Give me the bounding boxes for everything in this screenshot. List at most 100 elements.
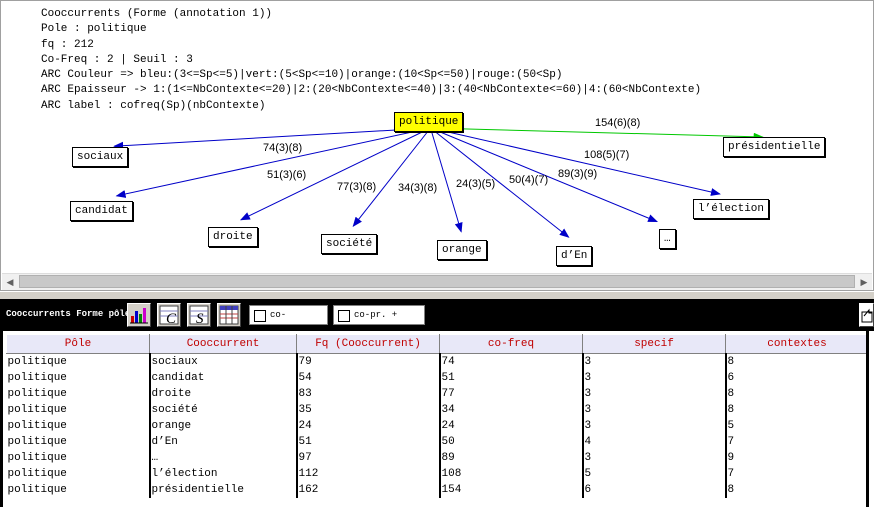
table-cell: 8 — [727, 404, 735, 416]
graph-node-societe[interactable]: société — [321, 234, 378, 254]
table-cell: candidat — [149, 370, 298, 386]
table-cell: 3 — [582, 402, 727, 418]
column-header[interactable]: contextes — [725, 334, 869, 354]
edge-label: 108(5)(7) — [584, 149, 630, 161]
edge-label: 34(3)(8) — [398, 182, 438, 194]
column-header[interactable]: Pôle — [6, 334, 150, 354]
table-cell: 6 — [727, 372, 735, 384]
table-cell: 7 — [727, 468, 735, 480]
table-cell: politique — [6, 418, 151, 434]
graph-node-sociaux[interactable]: sociaux — [72, 147, 129, 167]
column-header[interactable]: Cooccurrent — [149, 334, 297, 354]
checkbox-box[interactable] — [254, 310, 266, 322]
svg-text:S: S — [196, 311, 204, 326]
table-cell: 51 — [296, 434, 441, 450]
horizontal-scrollbar[interactable]: ◀ ▶ — [2, 273, 872, 290]
specif-s-button[interactable]: S — [187, 303, 211, 327]
table-right-border — [866, 331, 869, 507]
graph-node-presidentielle[interactable]: présidentielle — [723, 137, 826, 157]
table-cell: 6 — [582, 482, 727, 498]
scroll-right-icon[interactable]: ▶ — [860, 277, 868, 287]
copresence-checkbox[interactable]: co-présence — [249, 305, 328, 338]
table-cell: 7 — [727, 436, 735, 448]
table-cell: 74 — [439, 353, 584, 370]
table-cell: 162 — [296, 482, 441, 498]
column-header[interactable]: Fq (Cooccurrent) — [296, 334, 440, 354]
header-line: Co-Freq : 2 | Seuil : 3 — [41, 53, 193, 66]
table-cell: 8 — [727, 484, 735, 496]
edge-label: 51(3)(6) — [267, 169, 307, 181]
table-button[interactable] — [217, 303, 241, 327]
header-line: fq : 212 — [41, 38, 94, 51]
header-line: ARC Couleur => bleu:(3<=Sp<=5)|vert:(5<S… — [41, 69, 563, 82]
table-cell: orange — [149, 418, 298, 434]
table-cell: 24 — [296, 418, 441, 434]
cooccurrence-graph-panel: Cooccurrents (Forme (annotation 1))Pole … — [0, 0, 874, 291]
graph-node-pole[interactable]: politique — [394, 112, 464, 132]
graph-edge — [115, 127, 431, 198]
header-line: Cooccurrents (Forme (annotation 1)) — [41, 8, 273, 20]
column-header[interactable]: specif — [582, 334, 726, 354]
table-cell: politique — [6, 386, 151, 402]
table-cell: 24 — [439, 418, 584, 434]
table-cell: 54 — [296, 370, 441, 386]
export-button[interactable] — [859, 303, 874, 327]
table-cell: 3 — [582, 386, 727, 402]
graph-node-orange[interactable]: orange — [437, 240, 487, 260]
copr-pole-checkbox[interactable]: co-pr. + pôle — [333, 305, 425, 338]
table-cell: … — [149, 450, 298, 466]
bar-chart-button[interactable] — [127, 303, 151, 327]
checkbox-box[interactable] — [338, 310, 350, 322]
table-cell: sociaux — [149, 353, 298, 370]
table-cell: 3 — [582, 418, 727, 434]
graph-node-den[interactable]: d’En — [556, 246, 593, 266]
toolbar-title: Cooccurrents Forme pôle — [6, 309, 131, 319]
column-header[interactable]: co-freq — [439, 334, 583, 354]
graph-node-droite[interactable]: droite — [208, 227, 258, 247]
graph-edge — [430, 127, 463, 233]
graph-header: Cooccurrents (Forme (annotation 1))Pole … — [41, 7, 701, 114]
table-cell: politique — [6, 353, 151, 370]
graph-edge — [430, 127, 658, 223]
scrollbar-thumb[interactable] — [19, 275, 855, 288]
table-cell: politique — [6, 370, 151, 386]
cooccurrents-c-button[interactable]: C — [157, 303, 181, 327]
table-cell: société — [149, 402, 298, 418]
table-icon — [219, 305, 239, 325]
table-cell: 5 — [582, 466, 727, 482]
edge-label: 24(3)(5) — [456, 178, 496, 190]
cooccurrents-toolbar: Cooccurrents Forme pôle C S co-prés — [0, 299, 874, 338]
cooccurrents-c-icon: C — [159, 305, 179, 327]
table-cell: 34 — [439, 402, 584, 418]
scroll-left-icon[interactable]: ◀ — [6, 277, 14, 287]
edge-label: 50(4)(7) — [509, 174, 549, 186]
graph-node-candidat[interactable]: candidat — [70, 201, 133, 221]
header-line: ARC Epaisseur -> 1:(1<=NbContexte<=20)|2… — [41, 84, 702, 97]
graph-node-ellipsis[interactable]: … — [659, 229, 676, 249]
edge-label: 74(3)(8) — [263, 142, 303, 154]
table-cell: d’En — [149, 434, 298, 450]
graph-node-election[interactable]: l’élection — [693, 199, 770, 219]
table-cell: 97 — [296, 450, 441, 466]
table-cell: 79 — [296, 353, 441, 370]
graph-edge — [430, 127, 764, 141]
svg-text:C: C — [166, 311, 177, 326]
specif-s-icon: S — [189, 305, 209, 327]
table-cell: 89 — [439, 450, 584, 466]
graph-edge — [430, 127, 721, 196]
table-cell: politique — [6, 466, 151, 482]
graph-edge — [430, 127, 570, 238]
table-cell: 50 — [439, 434, 584, 450]
